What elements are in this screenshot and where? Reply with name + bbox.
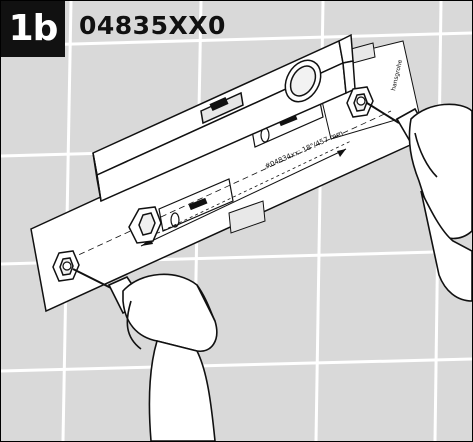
- drill-icon: [107, 273, 218, 441]
- drill-icon: [395, 103, 472, 302]
- step-label: 1b: [1, 1, 65, 57]
- mounting-bracket-icon: [52, 86, 374, 282]
- mounting-template: hansgrohe #04834xx: 18"/457 mm: [30, 40, 420, 313]
- part-number: 04835XX0: [79, 11, 226, 40]
- spirit-level-icon: [92, 33, 356, 203]
- screw-icon: [62, 96, 400, 290]
